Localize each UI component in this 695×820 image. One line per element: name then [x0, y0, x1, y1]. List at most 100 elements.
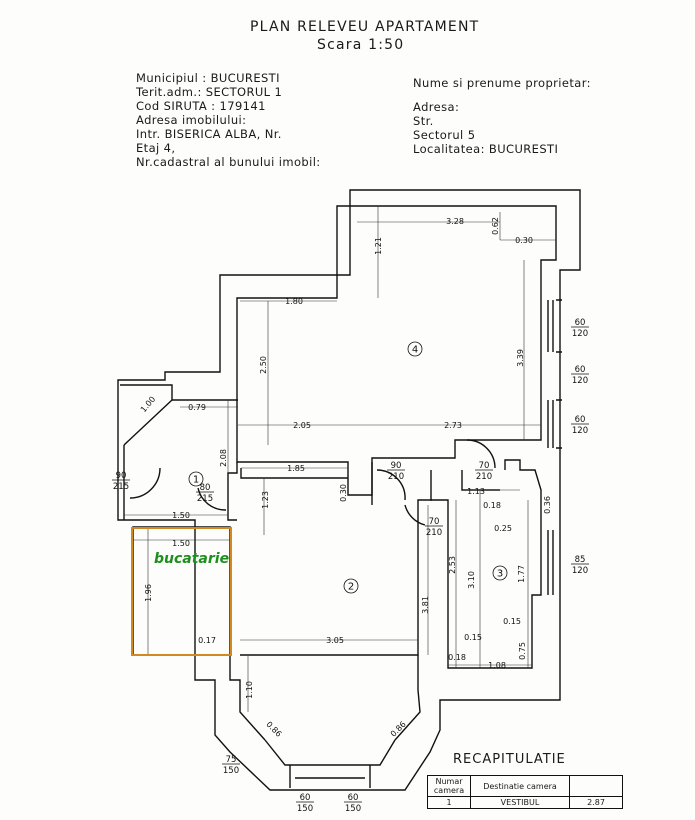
recap-header-number: Numar camera: [427, 775, 471, 797]
dimension-label: 1.21: [374, 237, 383, 255]
opening-width: 60: [575, 415, 586, 425]
opening-height: 150: [345, 804, 361, 814]
room-number-text: 1: [193, 475, 199, 486]
dimension-label: 3.81: [421, 596, 430, 614]
opening-height: 215: [113, 482, 129, 492]
recap-table: Numar camera Destinatie camera 1 VESTIBU…: [427, 775, 623, 809]
recap-cell: 1: [427, 796, 471, 809]
dimension-label: 1.85: [287, 464, 305, 473]
room-number: 2: [343, 578, 359, 594]
opening-height: 210: [426, 528, 442, 538]
plan-title: PLAN RELEVEU APARTAMENT: [250, 19, 480, 35]
opening-width: 90: [391, 461, 402, 471]
room-number-text: 4: [412, 345, 418, 356]
dimension-label: 0.25: [494, 524, 512, 533]
opening-height: 210: [388, 472, 404, 482]
opening-width: 70: [479, 461, 490, 471]
opening-height: 120: [572, 376, 588, 386]
dimension-label: 2.08: [219, 449, 228, 467]
outer-wall: [117, 189, 581, 791]
dimension-label: 0.18: [448, 653, 466, 662]
opening-height: 150: [297, 804, 313, 814]
kitchen-outline: [131, 527, 232, 656]
address-label: Adresa:: [413, 100, 460, 114]
opening-height: 150: [223, 766, 239, 776]
recap-cell: VESTIBUL: [470, 796, 570, 809]
dimension-label: 1.50: [172, 511, 190, 520]
inner-wall: [236, 205, 557, 496]
dimension-label: 3.05: [326, 636, 344, 645]
dimension-label: 0.62: [491, 217, 500, 235]
sector-label: Sectorul 5: [413, 128, 476, 142]
room-number-circle: [188, 471, 204, 487]
dimension-label: 0.15: [503, 617, 521, 626]
table-row: 1 VESTIBUL 2.87: [427, 796, 623, 809]
room-number-circle: [407, 341, 423, 357]
owner-label: Nume si prenume proprietar:: [413, 76, 591, 90]
recap-title: RECAPITULATIE: [453, 752, 566, 767]
info-cadastral: Nr.cadastral al bunului imobil:: [136, 155, 321, 169]
dimension-label: 0.30: [339, 484, 348, 502]
dimension-label: 1.23: [261, 491, 270, 509]
dimension-label: 2.05: [293, 421, 311, 430]
opening-height: 215: [197, 494, 213, 504]
info-floor: Etaj 4,: [136, 141, 176, 155]
dimension-label: 1.10: [245, 681, 254, 699]
dimension-label: 0.36: [543, 496, 552, 514]
dimension-label: 0.79: [188, 403, 206, 412]
dimension-label: 1.08: [488, 661, 506, 670]
locality-label: Localitatea: BUCURESTI: [413, 142, 559, 156]
dimension-label: 1.96: [144, 584, 153, 602]
opening-width: 60: [348, 793, 359, 803]
street-label: Str.: [413, 114, 434, 128]
plan-scale: Scara 1:50: [317, 37, 405, 53]
opening-width: 60: [300, 793, 311, 803]
opening-width: 80: [200, 483, 211, 493]
opening-height: 120: [572, 426, 588, 436]
recap-header-area: [569, 775, 623, 797]
info-siruta: Cod SIRUTA : 179141: [136, 99, 266, 113]
room-number-text: 3: [497, 569, 503, 580]
dimension-label: 0.15: [464, 633, 482, 642]
room-number: 1: [188, 471, 204, 487]
kitchen-label: bucatarie: [154, 551, 230, 567]
room-number-text: 2: [348, 582, 354, 593]
dimension-label: 3.28: [446, 217, 464, 226]
info-building-address: Adresa imobilului:: [136, 113, 247, 127]
room-numbers: 1 2 3 4: [188, 341, 508, 594]
dimension-label: 1.13: [467, 487, 485, 496]
dimension-label: 0.17: [198, 636, 216, 645]
opening-width: 85: [575, 555, 586, 565]
dimension-label: 1.00: [139, 395, 157, 414]
dimension-label: 0.30: [515, 236, 533, 245]
room-number-circle: [343, 578, 359, 594]
dimension-label: 2.53: [448, 556, 457, 574]
opening-height: 210: [476, 472, 492, 482]
dimension-label: 0.75: [518, 642, 527, 660]
recap-header-row: Numar camera Destinatie camera: [427, 775, 623, 797]
dimension-label: 3.10: [467, 571, 476, 589]
room-number: 4: [407, 341, 423, 357]
dimension-label: 0.86: [264, 720, 283, 739]
opening-width: 60: [575, 365, 586, 375]
dimension-label: 1.77: [517, 565, 526, 583]
dimension-label: 3.39: [516, 349, 525, 367]
opening-height: 120: [572, 566, 588, 576]
opening-width: 75: [226, 755, 237, 765]
recap-header-destination: Destinatie camera: [470, 775, 570, 797]
room-number-circle: [492, 565, 508, 581]
opening-width: 90: [116, 471, 127, 481]
